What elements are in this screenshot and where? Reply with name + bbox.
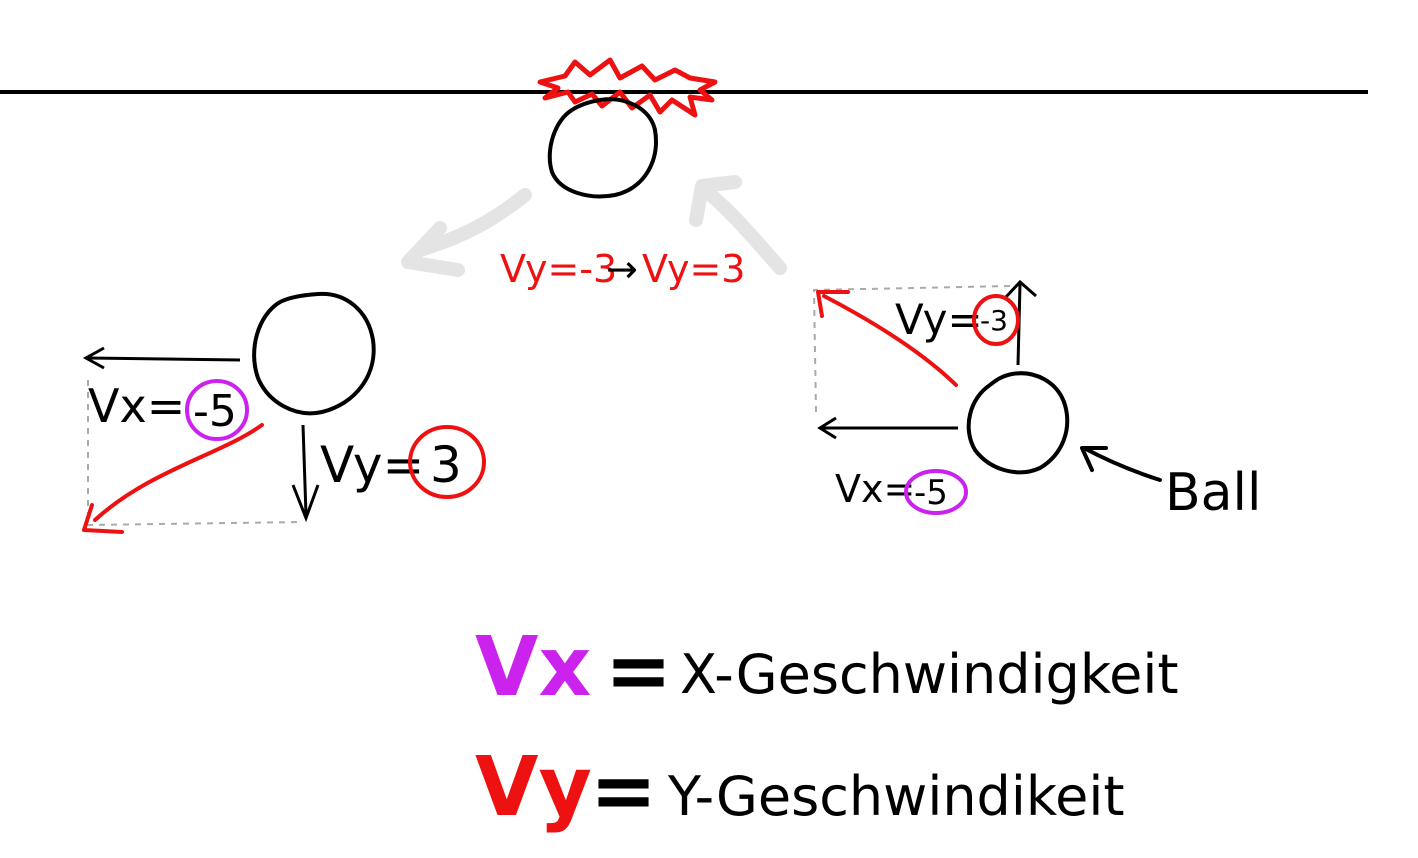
left-vy-value: 3 <box>430 436 462 494</box>
legend-vy-equals: = <box>590 744 657 837</box>
vy-before-label: Vy=-3 <box>500 247 617 291</box>
ball-label: Ball <box>1165 463 1261 523</box>
left-guide-dashes <box>87 380 303 527</box>
right-vx-arrow-head <box>817 416 837 440</box>
right-trajectory-head <box>816 290 850 318</box>
left-vy-arrow-head <box>291 484 320 523</box>
left-trajectory-head <box>82 503 124 534</box>
ghost-arrow-left-head <box>401 221 465 277</box>
right-vy-label: Vy= <box>895 295 983 344</box>
left-vx-value: -5 <box>193 386 237 437</box>
right-vx-highlight <box>904 469 968 515</box>
vy-after-label: Vy=3 <box>642 247 745 291</box>
legend-vx-equals: = <box>605 624 672 717</box>
right-guide-dashes <box>812 285 1011 413</box>
right-ball <box>966 371 1070 475</box>
transition-arrow: → <box>606 247 638 291</box>
impact-burst <box>537 57 718 118</box>
left-vx-label: Vx= <box>88 379 185 433</box>
left-trajectory <box>93 423 264 522</box>
left-vy-label: Vy= <box>320 436 424 494</box>
right-vx-value: -5 <box>914 473 948 513</box>
right-vy-value: -3 <box>980 304 1008 337</box>
ghost-arrow-left <box>413 188 532 257</box>
right-trajectory <box>822 294 958 387</box>
left-vx-highlight <box>185 379 249 441</box>
left-vx-arrow <box>87 356 241 362</box>
ball-pointer-arrow-head <box>1080 446 1108 472</box>
ghost-arrow-right-head <box>689 175 742 227</box>
legend-vy-text: Y-Geschwindikeit <box>667 765 1125 828</box>
left-ball <box>252 291 376 416</box>
left-vx-arrow-head <box>82 346 105 370</box>
right-vy-arrow-head <box>1003 279 1037 300</box>
ghost-arrow-right <box>698 183 787 275</box>
top-ball <box>547 97 658 199</box>
left-vy-arrow <box>301 424 308 516</box>
ball-pointer-arrow <box>1082 446 1162 482</box>
legend-vy-symbol: Vy <box>475 740 592 835</box>
legend-vx-text: X-Geschwindigkeit <box>680 643 1179 706</box>
legend-vx-symbol: Vx <box>475 620 591 715</box>
left-vy-highlight <box>408 425 486 499</box>
right-vx-label: Vx= <box>835 467 915 511</box>
right-vy-highlight <box>972 294 1020 346</box>
